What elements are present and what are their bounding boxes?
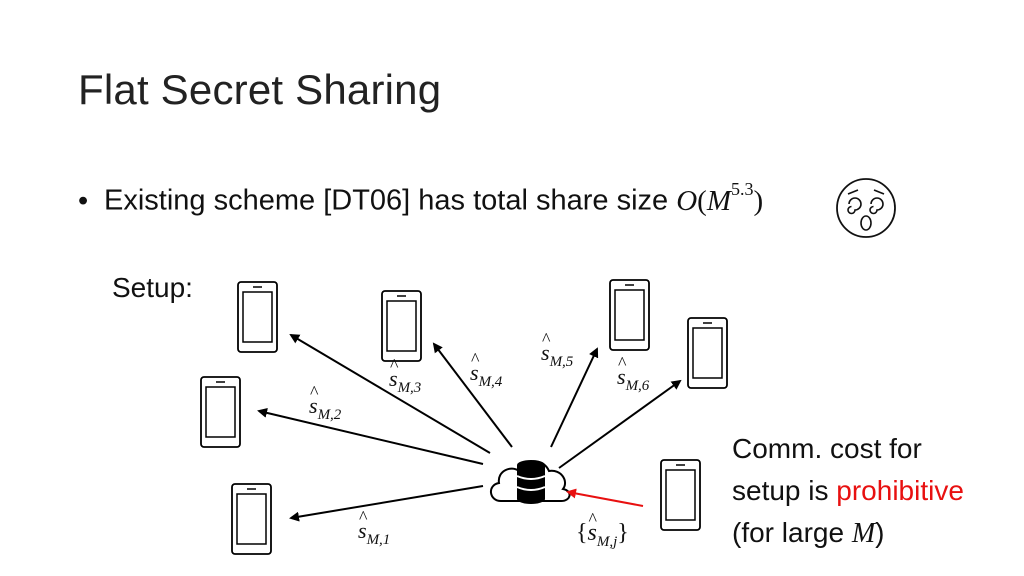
comm-cost-note: Comm. cost for setup is prohibitive (for… <box>732 428 964 555</box>
arrow-to-device-1 <box>289 485 484 522</box>
bullet-existing-scheme: • Existing scheme [DT06] has total share … <box>78 179 764 218</box>
phone-icon <box>687 317 728 389</box>
bullet-text: Existing scheme [DT06] has total share s… <box>104 184 677 217</box>
arrow-to-device-4 <box>432 342 513 448</box>
edge-label-s-m3: sM,3 <box>389 355 421 397</box>
edge-label-s-m4: sM,4 <box>470 349 502 391</box>
edge-label-s-m1: sM,1 <box>358 507 390 549</box>
arrow-to-device-6 <box>558 379 682 469</box>
bullet-dot: • <box>78 184 89 217</box>
comm-cost-line3: (for large M) <box>732 517 885 549</box>
phone-icon <box>237 281 278 353</box>
arrow-to-server <box>566 488 644 507</box>
arrow-to-device-5 <box>550 347 599 448</box>
phone-icon <box>609 279 650 351</box>
phone-icon <box>200 376 241 448</box>
phone-icon <box>231 483 272 555</box>
edge-label-s-m2: sM,2 <box>309 382 341 424</box>
arrow-to-device-2 <box>257 407 484 465</box>
prohibitive-highlight: prohibitive <box>836 475 964 506</box>
edge-label-s-mj-set: {sM,j} <box>576 509 629 551</box>
edge-label-s-m5: sM,5 <box>541 329 573 371</box>
comm-cost-line1: Comm. cost for <box>732 433 922 464</box>
comm-cost-line2: setup is prohibitive <box>732 475 964 506</box>
edge-label-s-m6: sM,6 <box>617 353 649 395</box>
phone-icon <box>381 290 422 362</box>
setup-label: Setup: <box>112 272 193 303</box>
arrow-to-device-3 <box>289 333 491 454</box>
dizzy-face-icon <box>836 178 896 238</box>
slide-title: Flat Secret Sharing <box>78 66 442 113</box>
cloud-database-icon <box>490 460 571 504</box>
big-o-expression: O(M5.3) <box>676 179 764 217</box>
phone-icon <box>660 459 701 531</box>
